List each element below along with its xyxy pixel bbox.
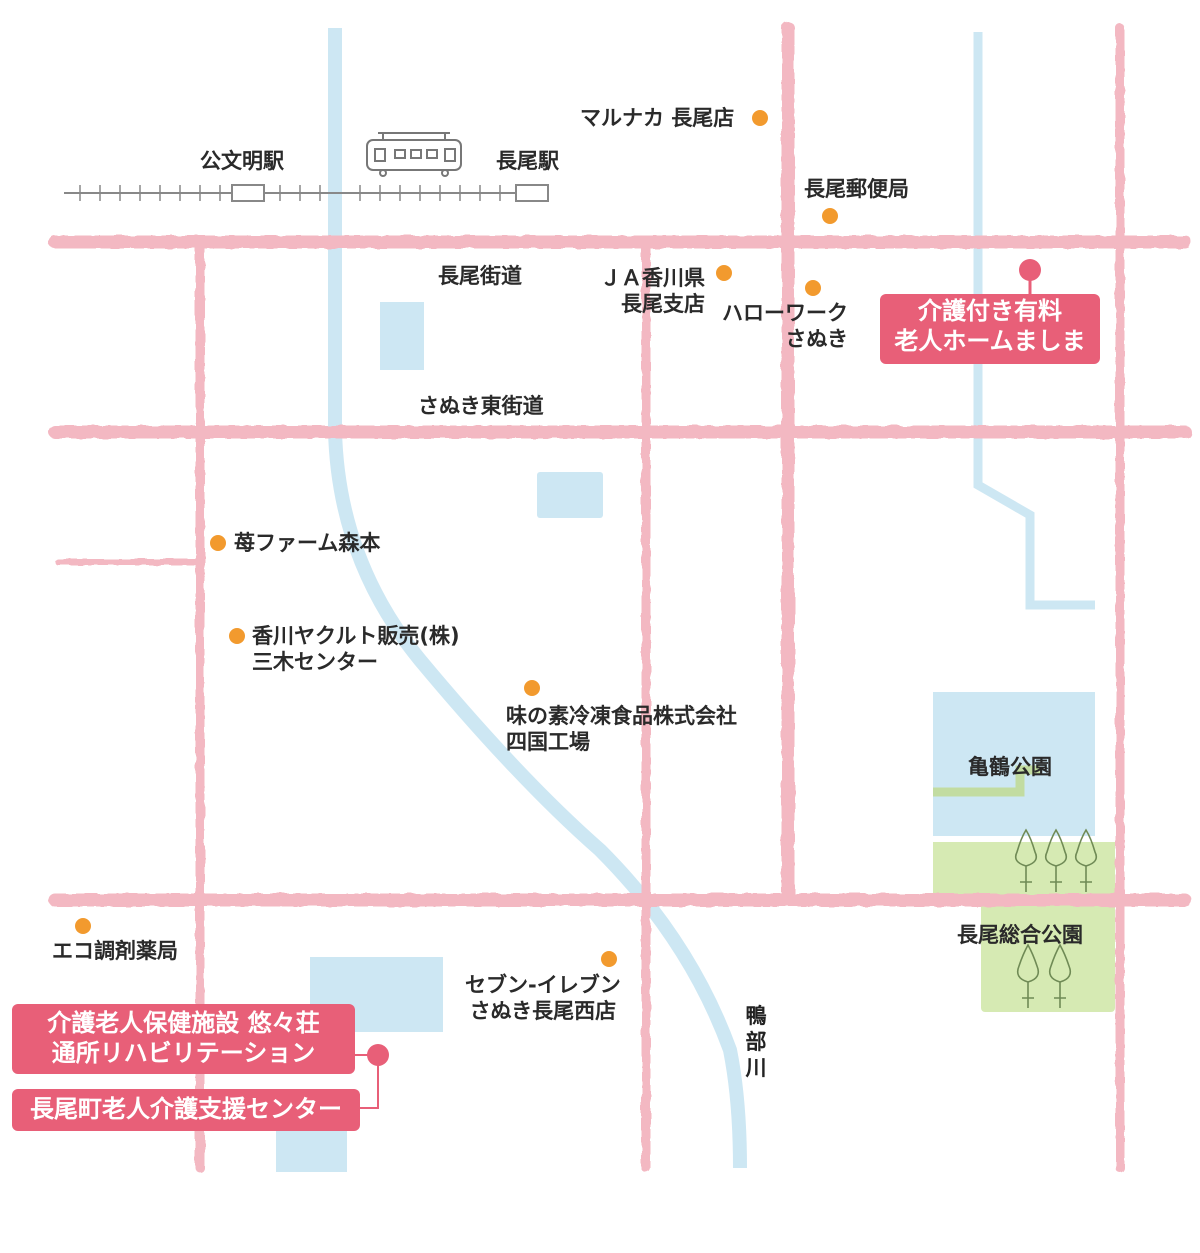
yakult-dot: [229, 628, 245, 644]
sogo-park-area: [933, 842, 1115, 894]
seven-dot: [601, 951, 617, 967]
park-path: [933, 765, 1040, 797]
yuyuso-callout[interactable]: 介護老人保健施設 悠々荘 通所リハビリテーション: [12, 1004, 355, 1074]
sogo-park-area: [981, 894, 1115, 1012]
ja-dot: [716, 265, 732, 281]
sogo-label: 長尾総合公園: [957, 923, 1083, 947]
ichigo-label: 苺ファーム森本: [234, 531, 381, 555]
river-label: 鴨 部 川: [745, 1004, 767, 1080]
railway: [64, 184, 549, 202]
train-icon: [366, 132, 462, 177]
eco-label: エコ調剤薬局: [52, 939, 178, 963]
post-dot: [822, 208, 838, 224]
marunaka-label: マルナカ 長尾店: [580, 106, 735, 130]
mashima-pin: [1019, 259, 1041, 296]
hellowork-label: ハローワーク さぬき: [722, 301, 848, 351]
sanuki-higashi-label: さぬき東街道: [418, 394, 544, 418]
kamobe-river: [328, 28, 747, 1169]
nagao-kaido-label: 長尾街道: [438, 264, 522, 288]
ajinomoto-label: 味の素冷凍食品株式会社 四国工場: [506, 704, 737, 754]
pond: [537, 472, 603, 518]
kumon-station-label: 公文明駅: [200, 149, 284, 173]
tree-icon: [1014, 828, 1098, 1008]
nagao-station-label: 長尾駅: [496, 149, 559, 173]
yuyuso-pin: [355, 1044, 389, 1109]
kamezuru-label: 亀鶴公園: [968, 755, 1052, 779]
post-label: 長尾郵便局: [804, 177, 909, 201]
pond: [276, 1128, 347, 1172]
ja-label: ＪＡ香川県 長尾支店: [600, 266, 705, 316]
marunaka-dot: [752, 110, 768, 126]
ichigo-dot: [210, 535, 226, 551]
hellowork-dot: [805, 280, 821, 296]
seven-label: セブン-イレブン さぬき長尾西店: [465, 973, 621, 1023]
pond: [380, 302, 424, 370]
yakult-label: 香川ヤクルト販売(株) 三木センター: [252, 624, 460, 674]
ajinomoto-dot: [524, 680, 540, 696]
mashima-callout[interactable]: 介護付き有料 老人ホームましま: [880, 294, 1100, 364]
support-center-callout[interactable]: 長尾町老人介護支援センター: [12, 1089, 360, 1131]
eco-dot: [75, 918, 91, 934]
kamezuru-park-area: [933, 692, 1095, 836]
